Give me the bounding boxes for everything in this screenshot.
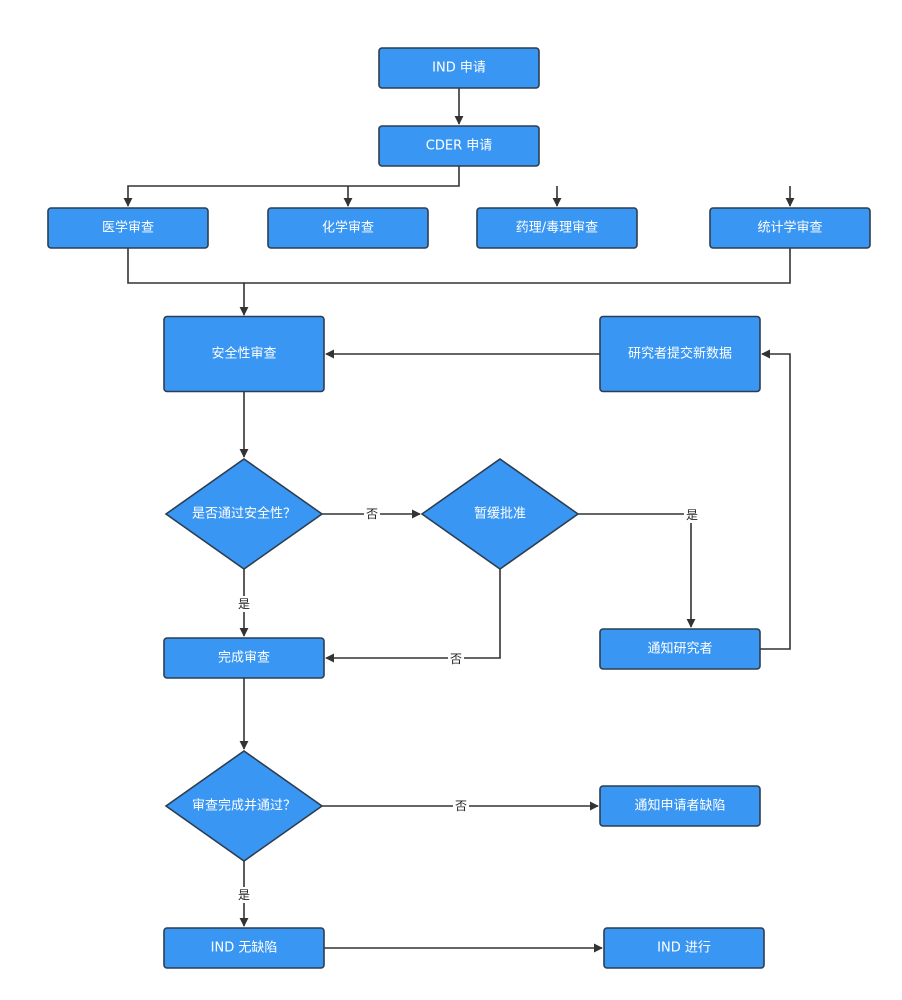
process-box [476,207,638,249]
node-medical-review: 医学审查 [47,207,209,249]
edge-cder_apply-to-medical_review [123,166,460,207]
edge-label-background [236,887,252,903]
edge-clinical_hold-to-notify_investigator: 是 [578,507,700,628]
edge-label: 否 [450,652,462,666]
edge-label-background [684,507,700,523]
node-pharm-tox-review: 药理/毒理审查 [476,207,638,249]
edge-label: 否 [366,507,378,521]
node-review-passed: 审查完成并通过？ [164,750,324,862]
edge-pass_safety-to-complete_review: 是 [236,569,252,637]
node-pass-safety: 是否通过安全性？ [164,458,324,570]
edge-review_passed-to-notify_deficiency: 否 [322,798,599,814]
node-clinical-hold: 暂缓批准 [420,458,580,570]
edge-line [760,349,791,650]
node-label: IND 进行 [657,941,711,956]
edge-clinical_hold-to-complete_review: 否 [325,569,501,667]
process-box [163,927,325,969]
process-box [603,927,765,969]
node-label: 统计学审查 [757,220,822,236]
edge-line [127,248,249,316]
node-submit-new-data: 研究者提交新数据 [599,315,761,393]
node-label: 研究者提交新数据 [628,346,732,362]
node-label: 化学审查 [322,220,374,236]
edge-review_passed-to-ind_no_deficiency: 是 [236,861,252,927]
process-box [709,207,871,249]
node-ind-proceed: IND 进行 [603,927,765,969]
node-label: 药理/毒理审查 [516,221,598,236]
node-label: 审查完成并通过？ [192,799,296,814]
node-statistics-review: 统计学审查 [709,207,871,249]
node-label: 通知申请者缺陷 [634,798,725,814]
node-chemistry-review: 化学审查 [267,207,429,249]
edge-pass_safety-to-clinical_hold: 否 [322,506,421,522]
process-box [599,628,761,670]
node-label: IND 无缺陷 [211,941,278,956]
node-label: IND 申请 [432,61,486,76]
edge-label: 是 [238,888,250,902]
edge-medical_review-to-safety_review [127,248,249,316]
process-box [163,315,325,393]
node-label: 完成审查 [218,651,270,666]
edge-line [578,513,696,628]
process-box [599,785,761,827]
edge-label-background [364,506,380,522]
process-box [267,207,429,249]
node-label: 医学审查 [102,220,154,236]
decision-diamond [164,458,324,570]
node-cder-apply: CDER 申请 [378,125,540,167]
node-complete-review: 完成审查 [163,637,325,679]
edge-label-background [453,798,469,814]
node-label: CDER 申请 [426,139,492,154]
edge-label: 是 [686,508,698,522]
decision-diamond [164,750,324,862]
node-safety-review: 安全性审查 [163,315,325,393]
process-box [163,637,325,679]
process-box [378,125,540,167]
node-label: 暂缓批准 [474,507,526,522]
node-ind-no-deficiency: IND 无缺陷 [163,927,325,969]
decision-diamond [420,458,580,570]
node-label: 通知研究者 [647,641,712,657]
node-notify-investigator: 通知研究者 [599,628,761,670]
process-box [378,47,540,89]
edge-line [244,248,791,284]
node-label: 是否通过安全性？ [192,506,296,522]
node-notify-deficiency: 通知申请者缺陷 [599,785,761,827]
edge-statistics_review-to-safety_review [244,248,791,284]
node-label: 安全性审查 [211,346,276,362]
node-ind-apply: IND 申请 [378,47,540,89]
edge-line [325,569,501,663]
edge-notify_investigator-to-submit_new_data [760,349,791,650]
edge-label-background [236,596,252,612]
edge-label-background [448,651,464,667]
edge-label: 是 [238,597,250,611]
process-box [599,315,761,393]
edge-label: 否 [455,799,467,813]
edge-line [123,166,460,207]
process-box [47,207,209,249]
